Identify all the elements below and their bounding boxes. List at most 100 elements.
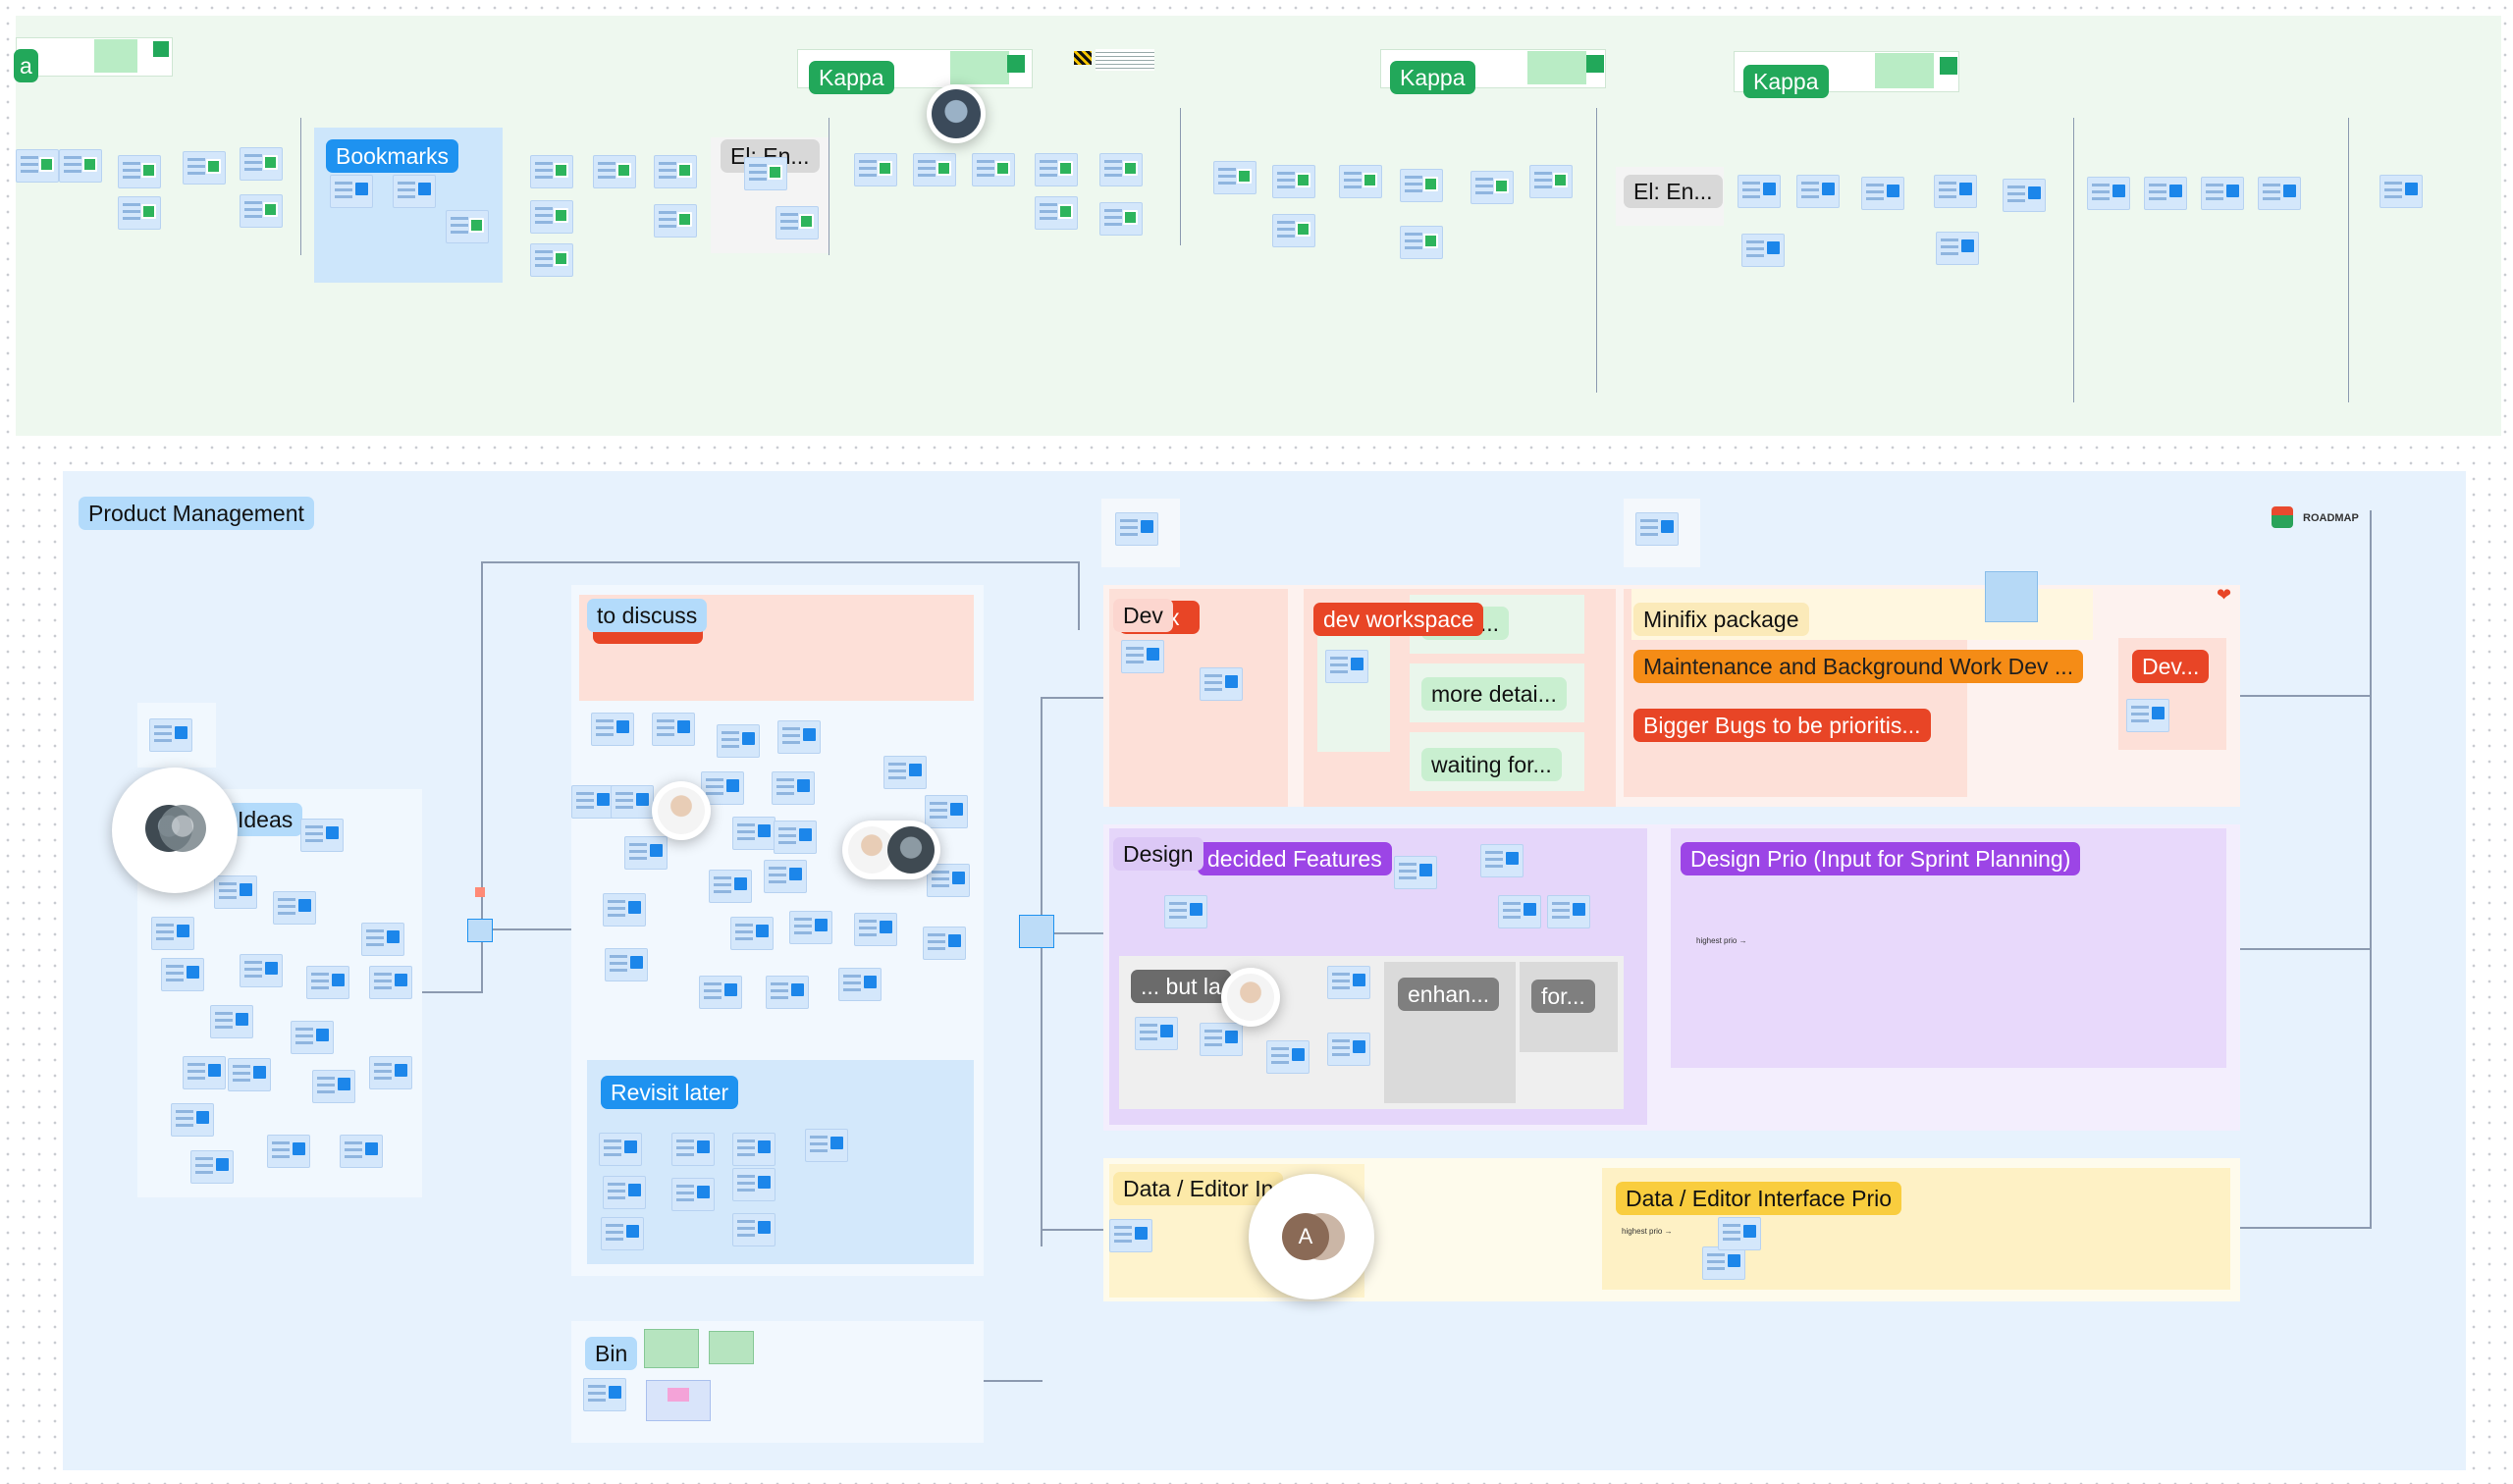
card[interactable] <box>183 1056 226 1089</box>
card[interactable] <box>1327 1033 1370 1066</box>
card[interactable] <box>2144 177 2187 210</box>
more-details-label[interactable]: more detai... <box>1421 677 1567 711</box>
waiting-for-label[interactable]: waiting for... <box>1421 748 1562 781</box>
card[interactable] <box>1327 966 1370 999</box>
checked-card[interactable] <box>1400 226 1443 259</box>
design-label[interactable]: Design <box>1113 837 1203 871</box>
card[interactable] <box>1635 512 1679 546</box>
data-editor-prio-label[interactable]: Data / Editor Interface Prio <box>1616 1182 1902 1215</box>
checked-card[interactable] <box>775 206 819 239</box>
user-avatar[interactable] <box>1221 968 1280 1027</box>
sticky-note[interactable] <box>1985 571 2038 622</box>
bugs-label[interactable]: Bigger Bugs to be prioritis... <box>1633 709 1931 742</box>
card[interactable] <box>730 917 774 950</box>
dev-label[interactable]: Dev <box>1113 599 1173 632</box>
card[interactable] <box>1115 512 1158 546</box>
checked-card[interactable] <box>654 155 697 188</box>
card[interactable] <box>1718 1217 1761 1250</box>
dev-workspace-label[interactable]: dev workspace <box>1313 603 1484 636</box>
card[interactable] <box>1702 1246 1745 1280</box>
card[interactable] <box>361 923 404 956</box>
heart-icon[interactable]: ❤ <box>2217 585 2232 605</box>
checked-card[interactable] <box>118 196 161 230</box>
card[interactable] <box>764 860 807 893</box>
checked-card[interactable] <box>1099 153 1143 186</box>
card[interactable] <box>2126 699 2169 732</box>
checked-card[interactable] <box>1272 165 1315 198</box>
checked-card[interactable] <box>972 153 1015 186</box>
card[interactable] <box>923 927 966 960</box>
card[interactable] <box>210 1005 253 1038</box>
roadmap-label[interactable]: ROADMAP <box>2303 512 2359 524</box>
card[interactable] <box>805 1129 848 1162</box>
card[interactable] <box>1741 234 1785 267</box>
card[interactable] <box>393 175 436 208</box>
card[interactable] <box>624 836 668 870</box>
minifix-label[interactable]: Minifix package <box>1633 603 1809 636</box>
card[interactable] <box>601 1217 644 1250</box>
card[interactable] <box>2379 175 2423 208</box>
card[interactable] <box>2003 179 2046 212</box>
card[interactable] <box>1135 1017 1178 1050</box>
card[interactable] <box>330 175 373 208</box>
card[interactable] <box>273 891 316 925</box>
card[interactable] <box>699 976 742 1009</box>
connector-node[interactable] <box>475 887 485 897</box>
user-avatar[interactable] <box>927 84 986 143</box>
user-avatar[interactable] <box>842 821 940 879</box>
card[interactable] <box>732 1213 775 1246</box>
revisit-later-label[interactable]: Revisit later <box>601 1076 739 1109</box>
card[interactable] <box>1936 232 1979 265</box>
checked-card[interactable] <box>446 210 489 243</box>
but-later-label[interactable]: ... but la <box>1131 970 1231 1003</box>
card[interactable] <box>854 913 897 946</box>
card[interactable] <box>605 948 648 981</box>
card[interactable] <box>717 724 760 758</box>
checked-card[interactable] <box>1099 202 1143 236</box>
checked-card[interactable] <box>530 200 573 234</box>
card[interactable] <box>603 1176 646 1209</box>
checked-card[interactable] <box>240 194 283 228</box>
checked-card[interactable] <box>1213 161 1256 194</box>
card[interactable] <box>1480 844 1524 877</box>
card[interactable] <box>306 966 349 999</box>
card[interactable] <box>1325 650 1368 683</box>
card[interactable] <box>1861 177 1904 210</box>
checked-card[interactable] <box>240 147 283 181</box>
card[interactable] <box>671 1178 715 1211</box>
card[interactable] <box>190 1150 234 1184</box>
checked-card[interactable] <box>1470 171 1514 204</box>
checked-card[interactable] <box>1529 165 1573 198</box>
data-editor-label[interactable]: Data / Editor In <box>1113 1172 1284 1205</box>
connector-node[interactable] <box>467 919 493 942</box>
card[interactable] <box>1738 175 1781 208</box>
kappa-label[interactable]: a <box>14 49 38 82</box>
to-discuss-label[interactable]: to discuss <box>587 599 708 632</box>
card[interactable] <box>591 713 634 746</box>
checked-card[interactable] <box>913 153 956 186</box>
card[interactable] <box>312 1070 355 1103</box>
card[interactable] <box>1796 175 1840 208</box>
checked-card[interactable] <box>118 155 161 188</box>
card[interactable] <box>766 976 809 1009</box>
card[interactable] <box>1394 856 1437 889</box>
card[interactable] <box>571 785 615 819</box>
kappa-label[interactable]: Kappa <box>1390 61 1475 94</box>
card[interactable] <box>652 713 695 746</box>
design-prio-label[interactable]: Design Prio (Input for Sprint Planning) <box>1681 842 2081 875</box>
checked-card[interactable] <box>1272 214 1315 247</box>
el-en-label[interactable]: El: En... <box>721 139 820 173</box>
card[interactable] <box>161 958 204 991</box>
card[interactable] <box>777 720 821 754</box>
user-avatar[interactable] <box>652 781 711 840</box>
card[interactable] <box>732 817 775 850</box>
card[interactable] <box>603 893 646 927</box>
card[interactable] <box>732 1168 775 1201</box>
card[interactable] <box>774 821 817 854</box>
card[interactable] <box>1200 1023 1243 1056</box>
checked-card[interactable] <box>1339 165 1382 198</box>
card[interactable] <box>671 1133 715 1166</box>
checked-card[interactable] <box>1400 169 1443 202</box>
checked-card[interactable] <box>16 149 59 183</box>
checked-card[interactable] <box>183 151 226 185</box>
